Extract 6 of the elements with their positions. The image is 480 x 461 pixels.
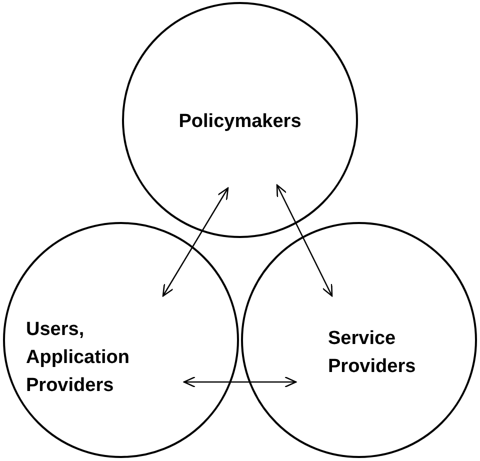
node-label: Users, Application Providers <box>26 318 130 398</box>
double-arrow <box>162 187 229 297</box>
double-arrow <box>183 376 297 388</box>
node-label: Service Providers <box>328 327 417 379</box>
node-label: Policymakers <box>178 110 302 134</box>
double-arrow <box>276 184 333 297</box>
